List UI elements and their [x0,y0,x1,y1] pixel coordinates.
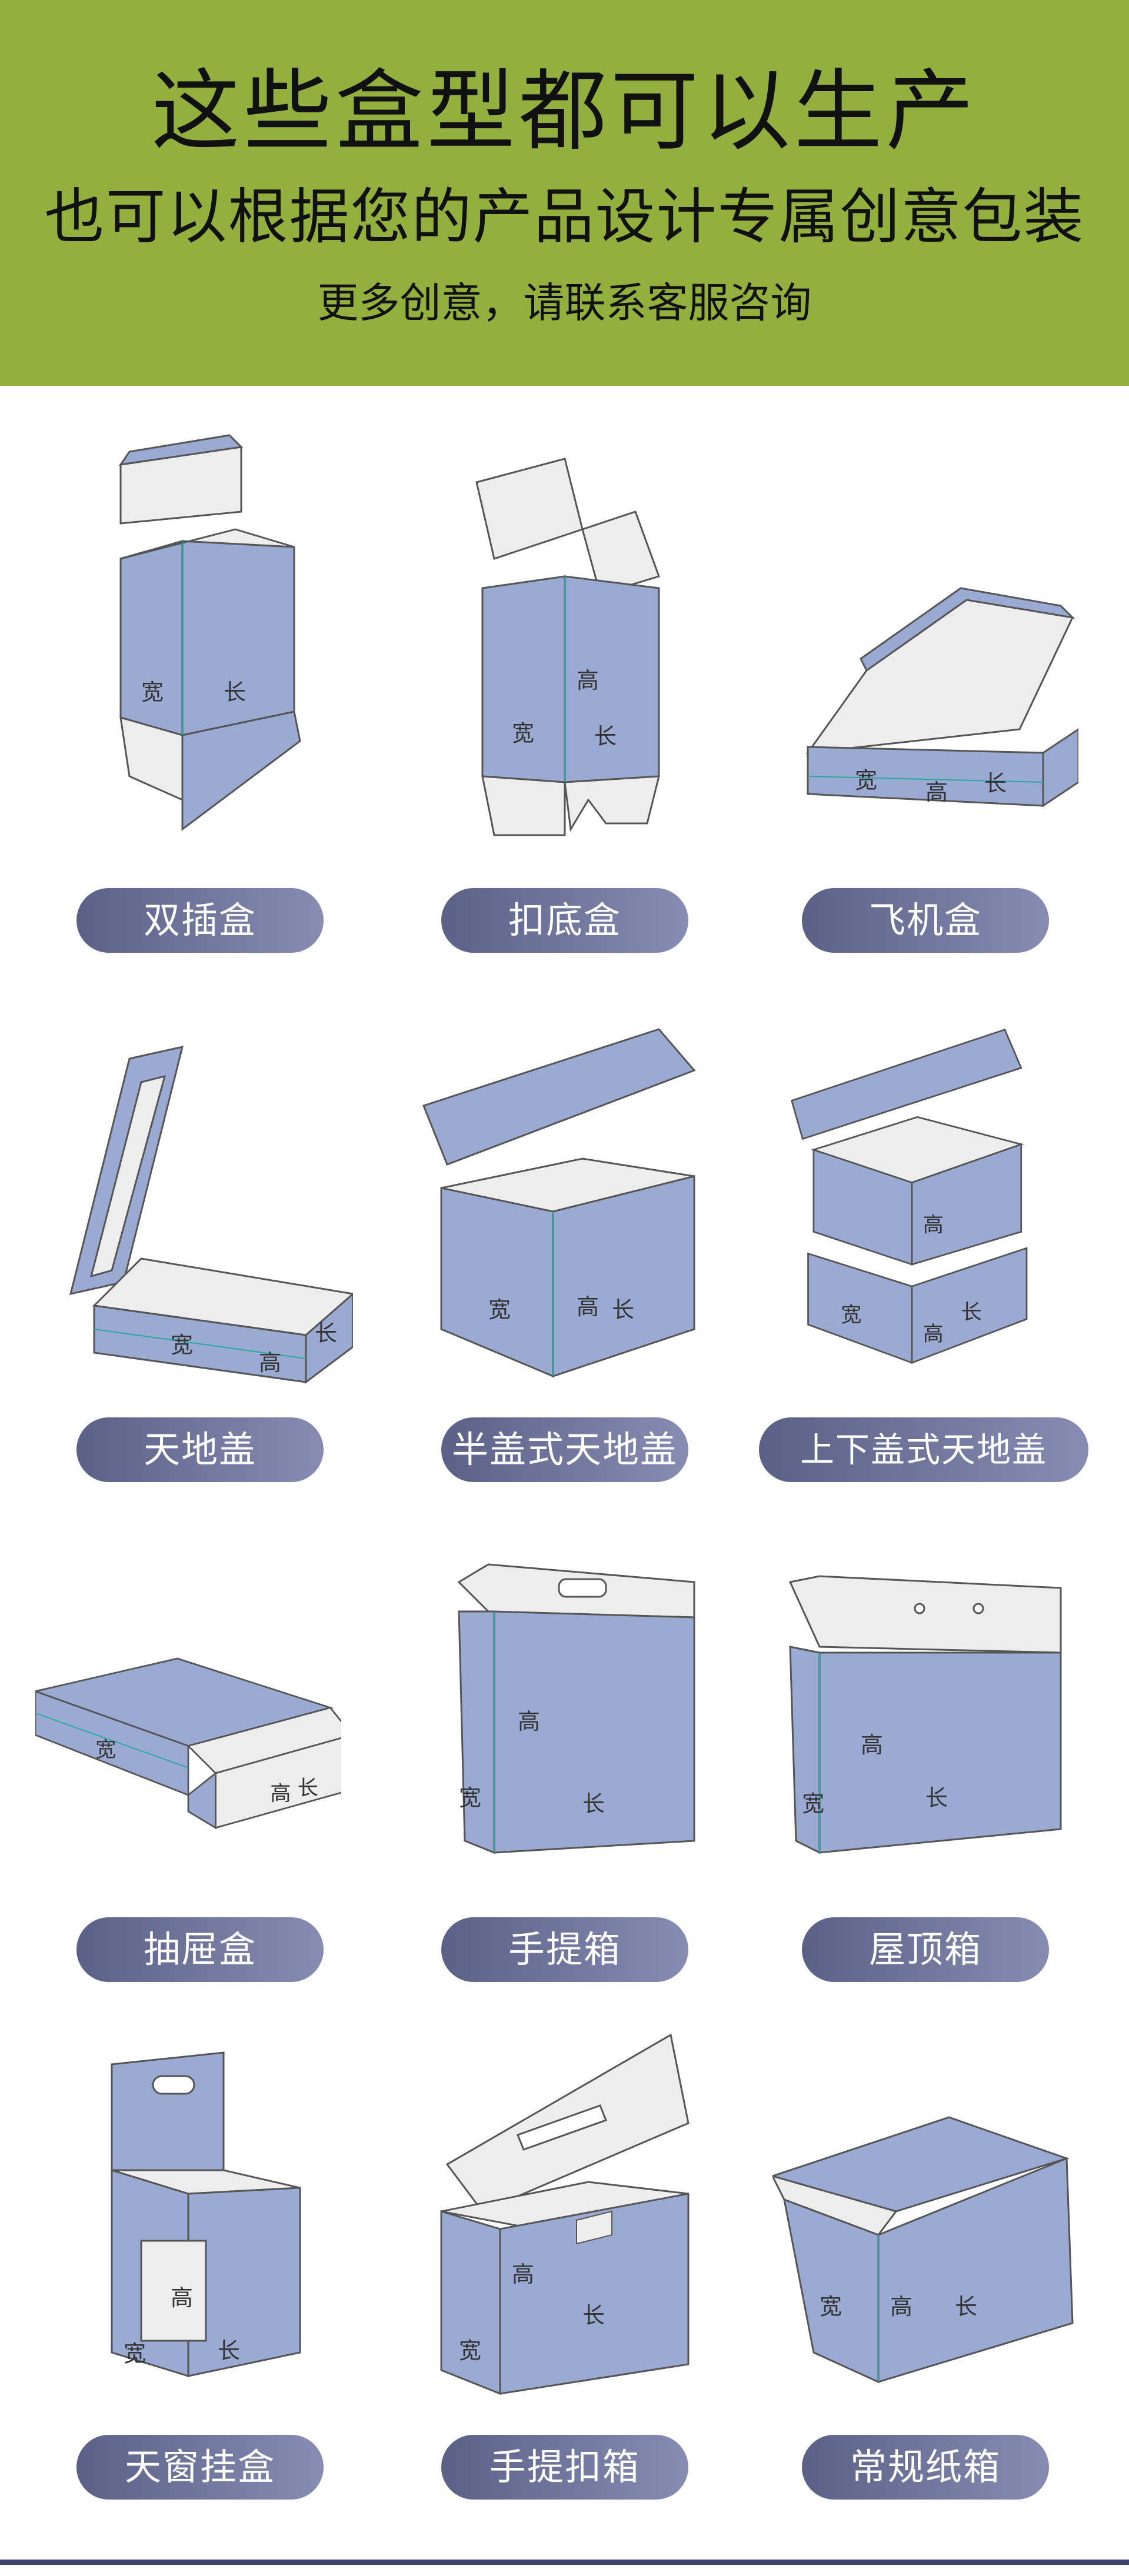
dim-label-width: 宽 [141,679,164,705]
handle-lock-case-illustration: 高 宽 长 [412,2017,718,2464]
box-card-lid-base: 宽 高 长 天地盖 [47,965,353,1523]
dim-label-width: 宽 [802,1791,824,1817]
dim-label-height: 高 [923,1322,944,1346]
dim-label-width: 宽 [171,1332,193,1358]
box-card-half-lid: 宽 高 长 半盖式天地盖 [412,965,718,1523]
box-label: 手提扣箱 [441,2435,688,2500]
dim-label-width: 宽 [459,1785,481,1811]
box-label: 天地盖 [76,1417,324,1482]
standard-carton-illustration: 宽 高 长 [772,2017,1078,2464]
box-label: 常规纸箱 [802,2435,1049,2500]
dim-label-height: 高 [270,1781,291,1806]
box-label: 飞机盒 [802,888,1049,953]
handle-case-illustration: 高 宽 长 [412,1511,718,1958]
box-label: 屋顶箱 [802,1917,1049,1982]
dim-label-width: 宽 [855,768,877,793]
page-title: 这些盒型都可以生产 [151,61,978,163]
mailer-box-illustration: 宽 高 长 [772,423,1078,870]
dim-label-length: 长 [594,723,617,749]
box-label: 天窗挂盒 [76,2435,324,2500]
box-card-lock-bottom: 宽 长 高 扣底盒 [412,423,718,982]
dim-label-width: 宽 [459,2338,481,2364]
dim-label-length: 长 [961,1300,982,1324]
dim-label-length: 长 [218,2338,240,2364]
dim-label-length: 长 [224,679,246,705]
dim-label-length: 长 [925,1785,948,1811]
box-card-double-tuck: 宽 长 双插盒 [47,423,353,982]
dim-label-width: 宽 [512,720,534,746]
box-card-window-hanger: 高 宽 长 天窗挂盒 [47,2017,353,2576]
window-hanger-box-illustration: 高 宽 长 [47,2017,353,2464]
box-card-top-bottom-lid: 高 宽 高 长 上下盖式天地盖 [759,965,1088,1523]
dim-label-length: 长 [612,1297,634,1323]
box-label: 抽屉盒 [76,1917,324,1982]
dim-label-length: 长 [298,1776,318,1800]
box-card-handle-case: 高 宽 长 手提箱 [412,1511,718,2070]
dim-label-width: 宽 [820,2294,842,2320]
box-label: 手提箱 [441,1917,688,1982]
dim-label-height: 高 [518,1709,540,1734]
dim-label-length: 长 [984,770,1007,796]
dim-label-length: 长 [582,2303,605,2328]
dim-label-height: 高 [259,1350,281,1376]
dim-label-width: 宽 [841,1303,861,1327]
page-subtitle: 也可以根据您的产品设计专属创意包装 [44,182,1085,252]
box-label: 半盖式天地盖 [441,1417,688,1482]
box-card-roof-case: 高 宽 长 屋顶箱 [772,1511,1078,2070]
double-tuck-box-illustration: 宽 长 [47,423,353,870]
dim-label-height: 高 [923,1213,944,1237]
dim-label-height: 高 [577,668,599,693]
header-banner: 这些盒型都可以生产 也可以根据您的产品设计专属创意包装 更多创意，请联系客服咨询 [0,0,1129,386]
roof-case-illustration: 高 宽 长 [772,1511,1078,1958]
box-label: 双插盒 [76,888,324,953]
drawer-box-illustration: 宽 高 长 [35,1511,341,1958]
dim-label-width: 宽 [124,2341,146,2367]
half-lid-box-illustration: 宽 高 长 [412,965,718,1412]
box-label: 扣底盒 [441,888,688,953]
box-card-handle-lock-case: 高 宽 长 手提扣箱 [412,2017,718,2576]
dim-label-width: 宽 [488,1297,511,1323]
dim-label-length: 长 [315,1320,337,1346]
box-card-mailer: 宽 高 长 飞机盒 [772,423,1078,982]
dim-label-height: 高 [577,1294,599,1320]
dim-label-length: 长 [955,2294,977,2320]
dim-label-height: 高 [861,1732,883,1758]
dim-label-height: 高 [171,2285,193,2311]
box-card-standard-carton: 宽 高 长 常规纸箱 [772,2017,1078,2576]
dim-label-width: 宽 [95,1738,116,1762]
dim-label-length: 长 [582,1791,605,1817]
dim-label-height: 高 [925,779,948,805]
lid-base-box-illustration: 宽 高 长 [47,965,353,1412]
box-label: 上下盖式天地盖 [759,1417,1088,1482]
contact-note: 更多创意，请联系客服咨询 [317,279,812,327]
box-card-drawer: 宽 高 长 抽屉盒 [35,1511,341,2070]
dim-label-height: 高 [512,2261,534,2287]
dim-label-height: 高 [890,2294,912,2320]
lock-bottom-box-illustration: 宽 长 高 [412,423,718,870]
top-bottom-lid-box-illustration: 高 宽 高 长 [759,965,1065,1412]
bottom-border [0,2560,1129,2565]
